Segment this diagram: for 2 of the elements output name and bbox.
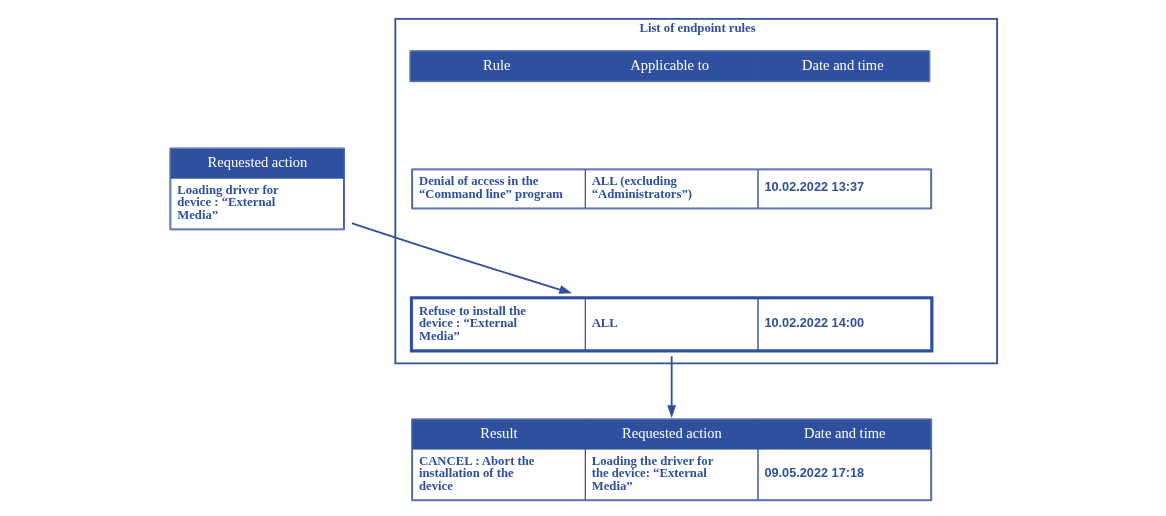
arrow [350,222,572,294]
arrow [666,355,676,418]
